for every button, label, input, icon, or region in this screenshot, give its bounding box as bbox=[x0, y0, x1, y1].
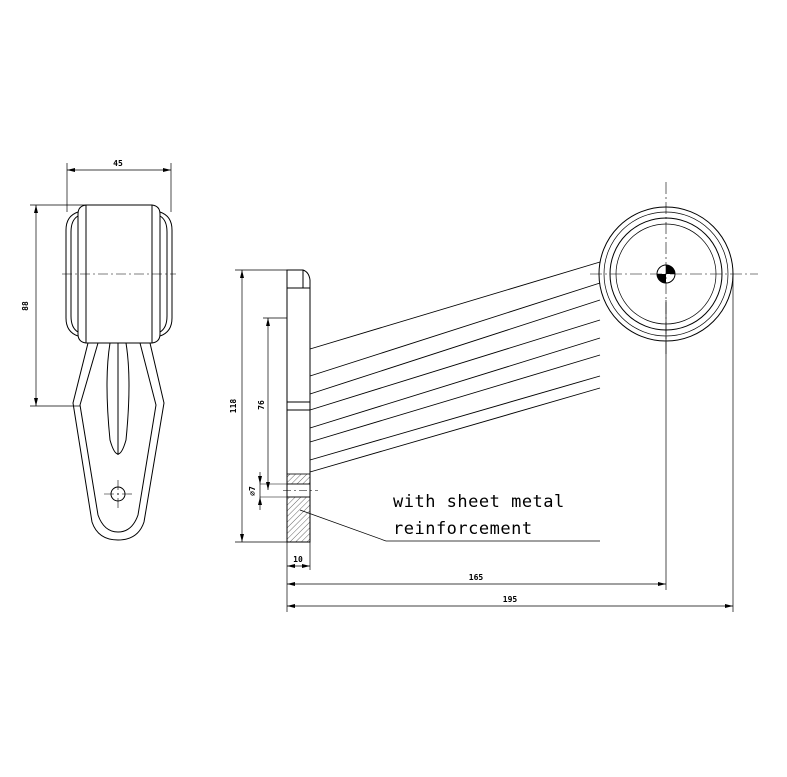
side-dim-arrows bbox=[34, 168, 171, 406]
dim-width-side: 45 bbox=[113, 159, 123, 168]
dim-height-side: 88 bbox=[21, 301, 30, 311]
front-dimensions bbox=[235, 269, 734, 612]
dim-height-total: 118 bbox=[229, 399, 238, 414]
side-dimensions bbox=[30, 163, 172, 407]
dim-length-total: 195 bbox=[503, 595, 518, 604]
front-dim-arrows bbox=[240, 270, 733, 608]
side-view bbox=[65, 204, 173, 541]
side-arm-outer bbox=[72, 342, 165, 541]
arm-ribs bbox=[309, 261, 601, 473]
side-arm-inner bbox=[79, 342, 157, 533]
dim-hole-diameter: ⌀7 bbox=[248, 486, 257, 496]
side-centerlines bbox=[62, 273, 176, 508]
note-line-1: with sheet metal bbox=[393, 492, 565, 512]
note-line-2: reinforcement bbox=[393, 519, 533, 539]
dim-base-thickness: 10 bbox=[293, 555, 303, 564]
base-plate bbox=[286, 269, 311, 543]
dim-length-to-center: 165 bbox=[469, 573, 484, 582]
hatched-reinforcement-top bbox=[286, 473, 311, 485]
hatched-reinforcement bbox=[286, 496, 311, 543]
dim-hole-spacing: 76 bbox=[257, 400, 266, 410]
